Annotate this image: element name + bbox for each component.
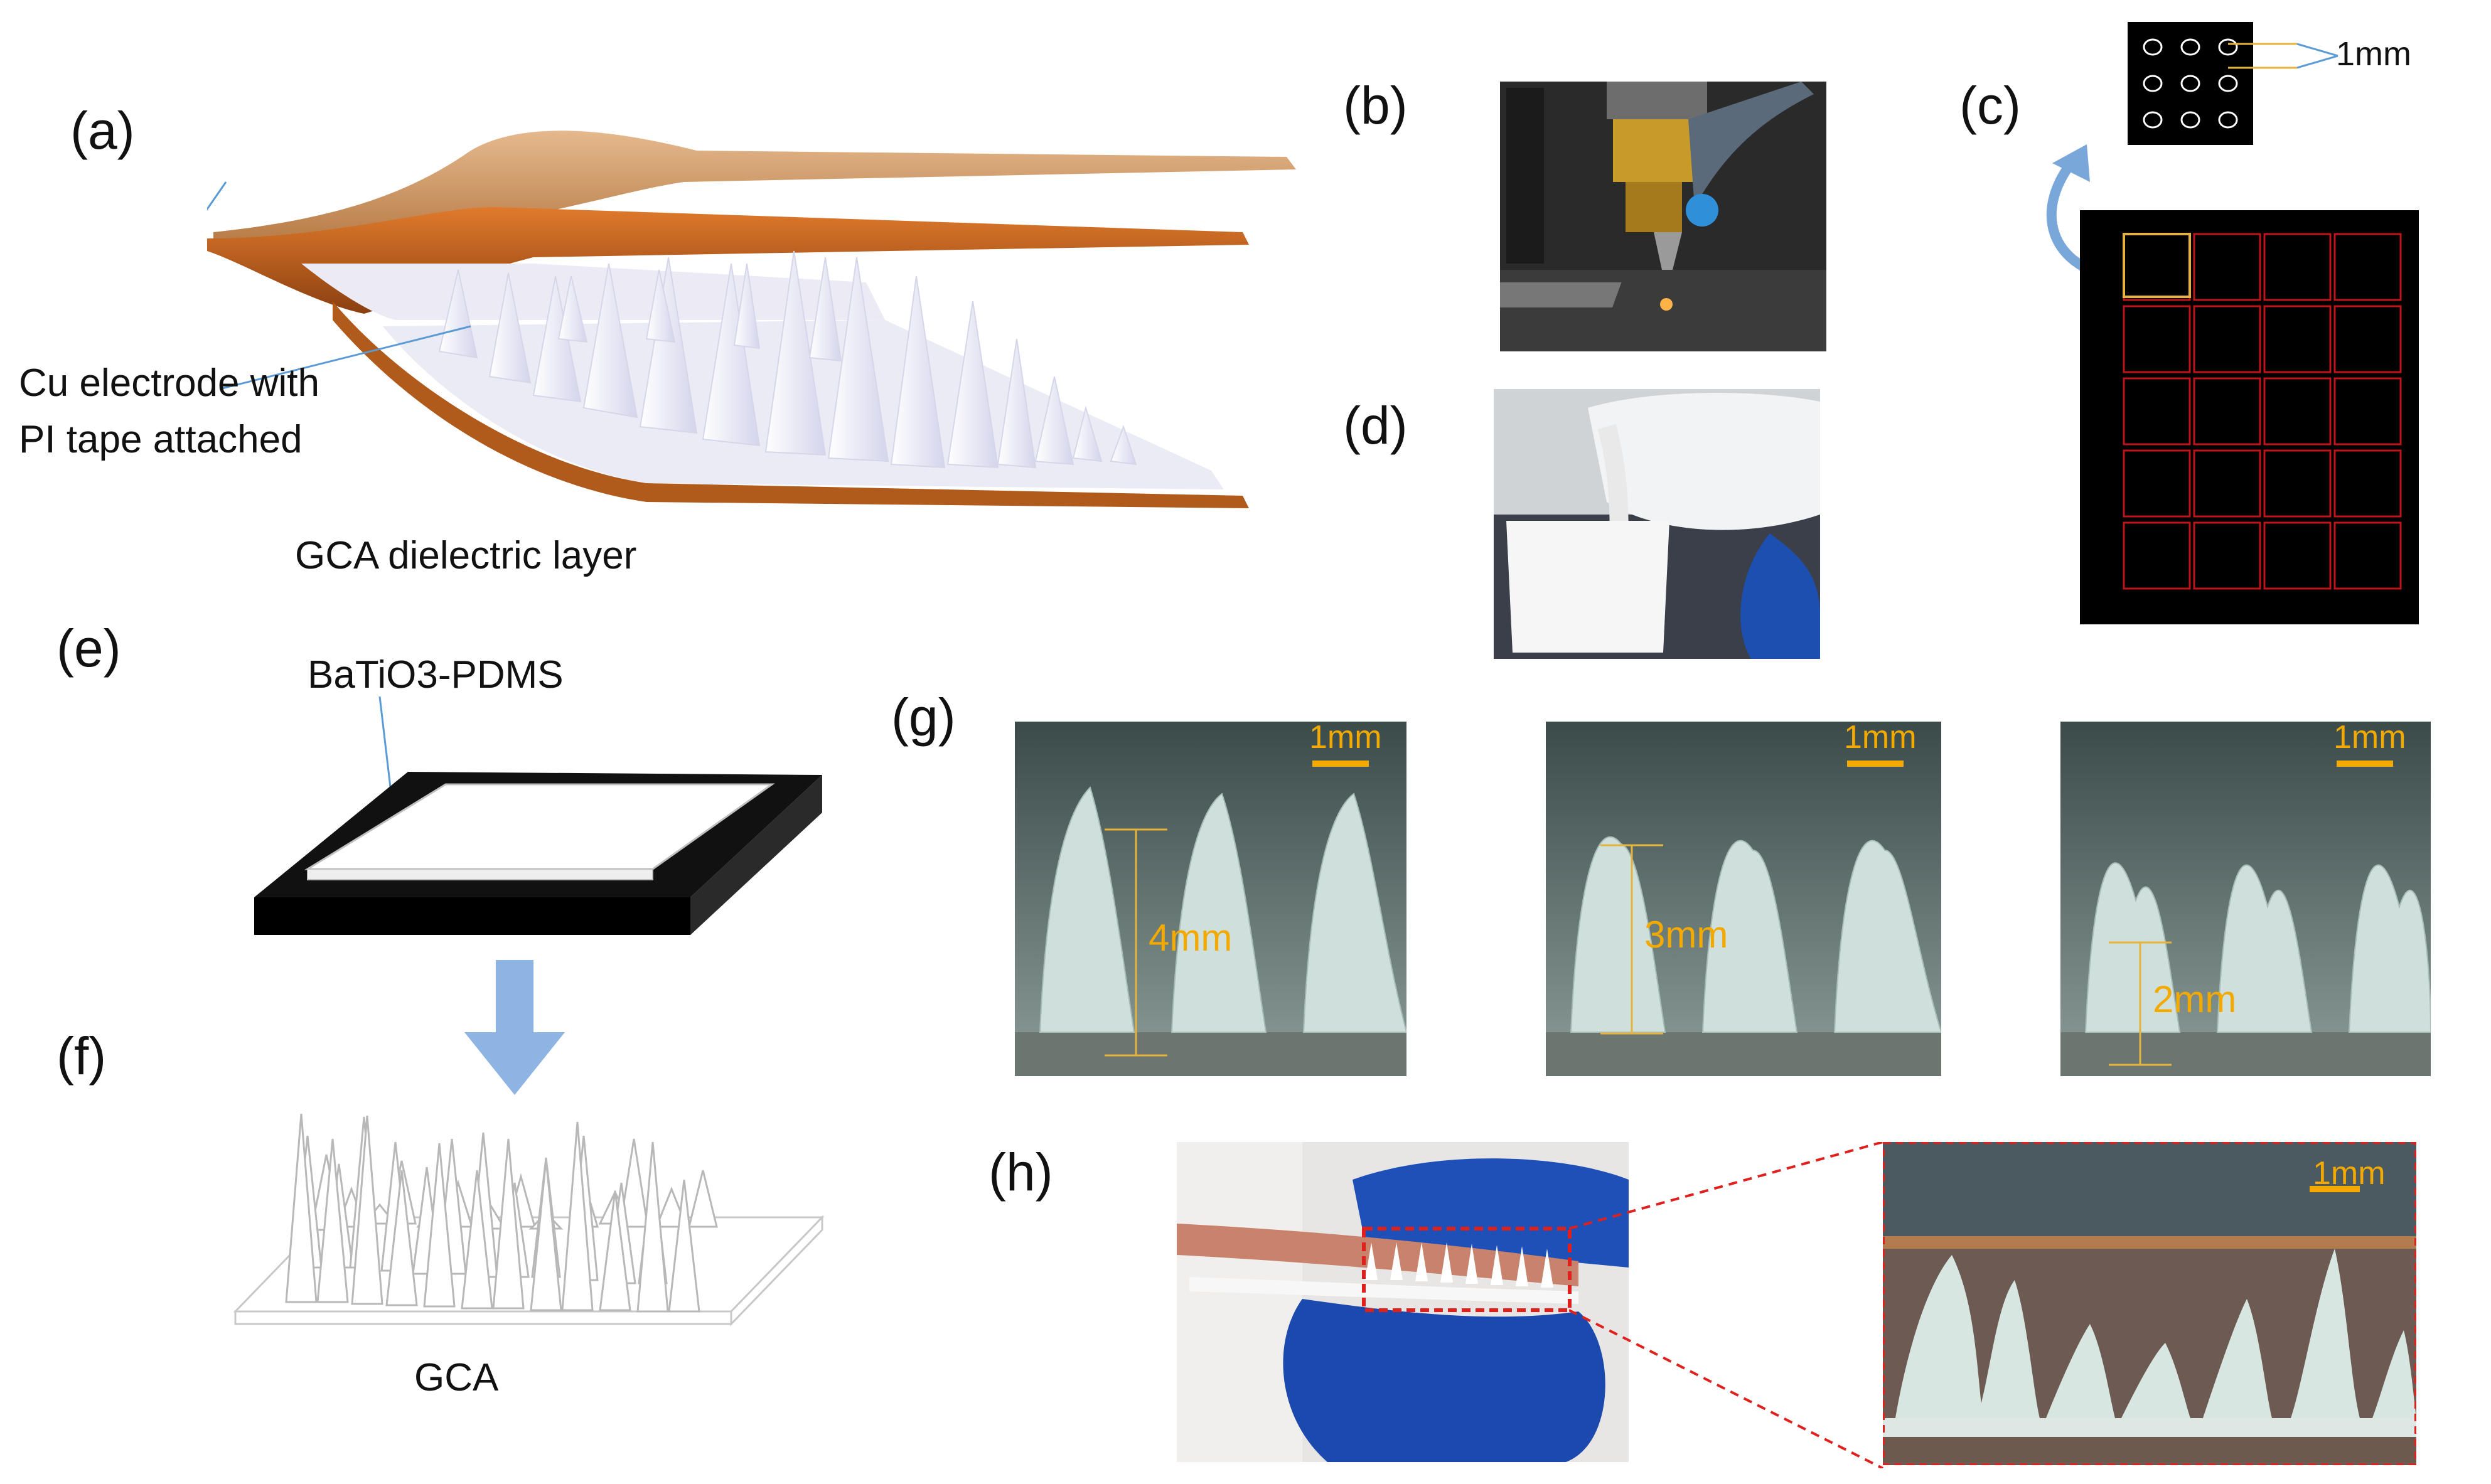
gca-cone [561, 1121, 594, 1311]
gca-cone [619, 1138, 649, 1228]
cone-micrograph [1015, 722, 1406, 1076]
gca-cone [351, 1115, 383, 1305]
panel-label-a: (a) [70, 101, 135, 160]
grid-cell [2193, 305, 2261, 373]
grid-cell [2263, 449, 2332, 518]
grid-cell [2123, 377, 2191, 446]
height-measure [2109, 941, 2172, 1066]
gca-cone [285, 1113, 318, 1303]
panel-label-f: (f) [56, 1027, 107, 1086]
grid-cell [2333, 377, 2402, 446]
scale-label: 1mm [1309, 719, 1382, 755]
scale-label: 1mm [1844, 719, 1917, 755]
gca-cone [316, 1138, 349, 1303]
capacitor-schematic [207, 131, 1296, 508]
panel-label-e: (e) [56, 619, 121, 678]
grid-cell [2333, 449, 2402, 518]
laser-cutting-photo [1500, 82, 1826, 351]
grid-cell [2123, 449, 2191, 518]
grid-cell [2263, 305, 2332, 373]
gca-cone [385, 1170, 418, 1306]
dielectric-label: GCA dielectric layer [295, 534, 637, 577]
grid-cell [2123, 305, 2191, 373]
gca-cone [423, 1143, 456, 1308]
down-arrow [464, 960, 565, 1095]
gca-label: GCA [414, 1356, 499, 1399]
cone-micrograph [1546, 722, 1941, 1076]
gca-cone [530, 1159, 562, 1311]
panel-label-h: (h) [988, 1143, 1053, 1202]
grid-cell [2263, 377, 2332, 446]
middle-electrode [207, 207, 1249, 314]
electrode-label-line2: PI tape attached [19, 418, 303, 461]
scale-callout [2228, 43, 2338, 69]
cut-pattern-grid [2080, 210, 2419, 624]
panel-label-c: (c) [1959, 76, 2021, 135]
height-label: 3mm [1644, 914, 1728, 956]
scale-label-c: 1mm [2336, 35, 2411, 73]
grid-cell [2193, 449, 2261, 518]
gca-cone [492, 1138, 525, 1310]
gca-schematic [233, 1113, 825, 1327]
grid-cell [2263, 233, 2332, 301]
gca-cone [461, 1170, 493, 1310]
cone-micrograph [2060, 722, 2431, 1076]
grid-cell [2263, 521, 2332, 590]
flexible-sensor-photo [1177, 1142, 1629, 1462]
mold-schematic [254, 697, 822, 935]
grid-cell [2333, 233, 2402, 301]
height-label: 4mm [1149, 917, 1233, 959]
cut-pattern-inset [2128, 22, 2253, 145]
gca-cone [599, 1190, 631, 1311]
material-label: BaTiO3-PDMS [308, 653, 564, 697]
grid-cell [2193, 233, 2261, 301]
grid-cell [2123, 521, 2191, 590]
panel-label-d: (d) [1343, 396, 1408, 455]
height-measure [1600, 844, 1663, 1035]
grid-cell [2193, 377, 2261, 446]
zoom-lines [1569, 1142, 1883, 1468]
gca-cone [668, 1179, 700, 1313]
grid-cell [2333, 305, 2402, 373]
panel-label-b: (b) [1343, 76, 1408, 135]
panel-label-g: (g) [891, 688, 956, 747]
gca-cone [636, 1141, 669, 1313]
height-label: 2mm [2153, 978, 2237, 1020]
gca-cone [688, 1170, 718, 1228]
grid-cell [2193, 521, 2261, 590]
gca-cones [438, 250, 1137, 469]
electrode-label-line1: Cu electrode with [19, 361, 320, 405]
scale-label: 1mm [2333, 719, 2406, 755]
pouring-photo [1494, 389, 1820, 659]
scale-label-h: 1mm [2313, 1155, 2386, 1192]
height-measure [1105, 828, 1167, 1057]
cross-section-micrograph [1883, 1142, 2416, 1465]
grid-cell [2333, 521, 2402, 590]
